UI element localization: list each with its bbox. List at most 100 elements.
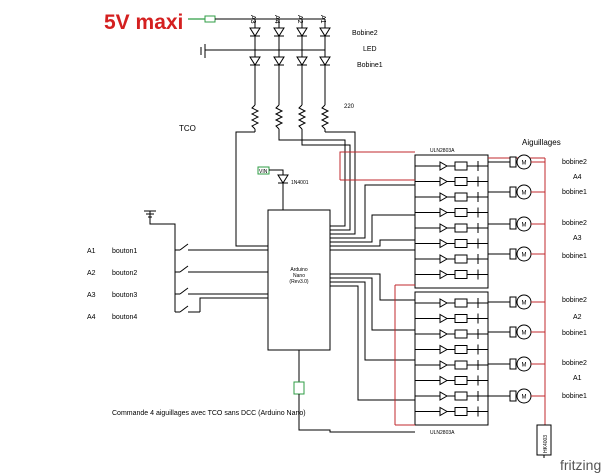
ground-return-wire (298, 394, 415, 433)
coil-motor: M (488, 246, 545, 262)
coil-motor: M (488, 324, 545, 340)
uln-channels (415, 161, 488, 417)
ground-flag (293, 372, 305, 395)
button-2: A2 bouton2 (87, 265, 268, 277)
chip-red-feeds (339, 151, 415, 426)
diagram-caption: Commande 4 aiguillages avec TCO sans DCC… (112, 410, 306, 417)
led-label-a1: A1 (319, 15, 326, 24)
voltage-title: 5V maxi (104, 11, 183, 34)
svg-text:M: M (522, 191, 527, 197)
top-led-labels: A3 A4 A2 A1 (249, 15, 326, 24)
button-4-b-label: bouton4 (112, 314, 137, 321)
legend-bobine2: Bobine2 (352, 30, 378, 37)
uln-channel (415, 406, 488, 417)
button-2-b-label: bouton2 (112, 270, 137, 277)
led-label-a2: A2 (296, 15, 303, 24)
coil-label-6: bobine1 (562, 330, 587, 337)
uln-channel (415, 269, 488, 280)
uln-channel (415, 313, 488, 324)
uln-channel (415, 192, 488, 202)
led-label-a4: A4 (273, 15, 280, 24)
coil-supply-rail: HK4003 (488, 157, 552, 458)
button-4: A4 bouton4 (87, 297, 268, 321)
coil-motors: M M M M M M M M (488, 154, 545, 404)
legend-led: LED (363, 46, 377, 53)
tco-label: TCO (179, 124, 196, 133)
button-2-a-label: A2 (87, 270, 96, 277)
uln-channel (415, 176, 488, 187)
arduino-to-uln-wires (330, 184, 415, 401)
coil-group-a3: A3 (573, 235, 582, 242)
power-terminal-5v (188, 15, 325, 23)
coil-labels: bobine2 A4 bobine1 bobine2 A3 bobine1 bo… (562, 159, 587, 400)
arduino-label-3: (Rev3.0) (289, 279, 309, 285)
uln-channel (415, 391, 488, 401)
coil-group-a4: A4 (573, 174, 582, 181)
coil-motor: M (488, 356, 545, 372)
coil-label-5: bobine2 (562, 297, 587, 304)
arduino-nano: Arduino Nano (Rev3.0) (267, 209, 331, 372)
coil-motor: M (488, 388, 545, 404)
uln-bottom-label: ULN2803A (430, 430, 455, 436)
coil-label-7: bobine2 (562, 360, 587, 367)
svg-text:M: M (522, 331, 527, 337)
button-3-b-label: bouton3 (112, 292, 137, 299)
uln-channel (415, 238, 488, 249)
arduino-label-1: Arduino (290, 267, 307, 273)
uln-channel (415, 254, 488, 264)
coil-label-2: bobine1 (562, 189, 587, 196)
coil-motor: M (488, 294, 545, 310)
coil-motor: M (488, 154, 545, 170)
led-column-4 (319, 19, 331, 132)
button-3: A3 bouton3 (87, 287, 268, 299)
coil-label-3: bobine2 (562, 220, 587, 227)
legend-bobine1: Bobine1 (357, 62, 383, 69)
led-resistor-columns (200, 19, 331, 132)
coil-group-a2: A2 (573, 314, 582, 321)
svg-text:M: M (522, 161, 527, 167)
svg-text:M: M (522, 301, 527, 307)
led-label-a3: A3 (249, 15, 256, 24)
uln2803a-bottom: ULN2803A (414, 291, 489, 436)
resistor-value-label: 220 (344, 104, 355, 110)
button-1: A1 bouton1 (87, 243, 268, 255)
arduino-label-2: Nano (293, 273, 305, 279)
button-1-b-label: bouton1 (112, 248, 137, 255)
vin-diode: VIN 1N4001 (257, 166, 309, 210)
coil-label-4: bobine1 (562, 253, 587, 260)
svg-text:M: M (522, 223, 527, 229)
uln-channel (415, 344, 488, 355)
led-column-3 (296, 19, 308, 132)
coil-motor: M (488, 216, 545, 232)
svg-text:M: M (522, 395, 527, 401)
uln-channel (415, 298, 488, 308)
diode-label: 1N4001 (291, 180, 309, 186)
svg-text:M: M (522, 253, 527, 259)
aiguillages-label: Aiguillages (522, 138, 561, 147)
uln-channel (415, 360, 488, 370)
led-column-1 (249, 19, 261, 132)
button-ground (144, 210, 176, 312)
coil-label-8: bobine1 (562, 393, 587, 400)
uln2803a-top: ULN2803A (414, 148, 489, 289)
uln-channel (415, 329, 488, 339)
led-column-2 (273, 19, 285, 132)
coil-motor: M (488, 184, 545, 200)
button-4-a-label: A4 (87, 314, 96, 321)
button-3-a-label: A3 (87, 292, 96, 299)
vertical-tag: HK4003 (543, 435, 549, 453)
buttons-block: A1 bouton1 A2 bouton2 A3 bouton3 A4 bout… (87, 243, 268, 321)
vin-label: VIN (259, 169, 268, 175)
coil-group-a1: A1 (573, 375, 582, 382)
uln-channel (415, 223, 488, 233)
button-1-a-label: A1 (87, 248, 96, 255)
uln-channel (415, 375, 488, 386)
coil-label-1: bobine2 (562, 159, 587, 166)
tco-wires (235, 131, 356, 247)
uln-channel (415, 207, 488, 218)
fritzing-logo: fritzing (560, 457, 601, 473)
uln-top-label: ULN2803A (430, 148, 455, 154)
uln-channel (415, 161, 488, 171)
svg-text:M: M (522, 363, 527, 369)
